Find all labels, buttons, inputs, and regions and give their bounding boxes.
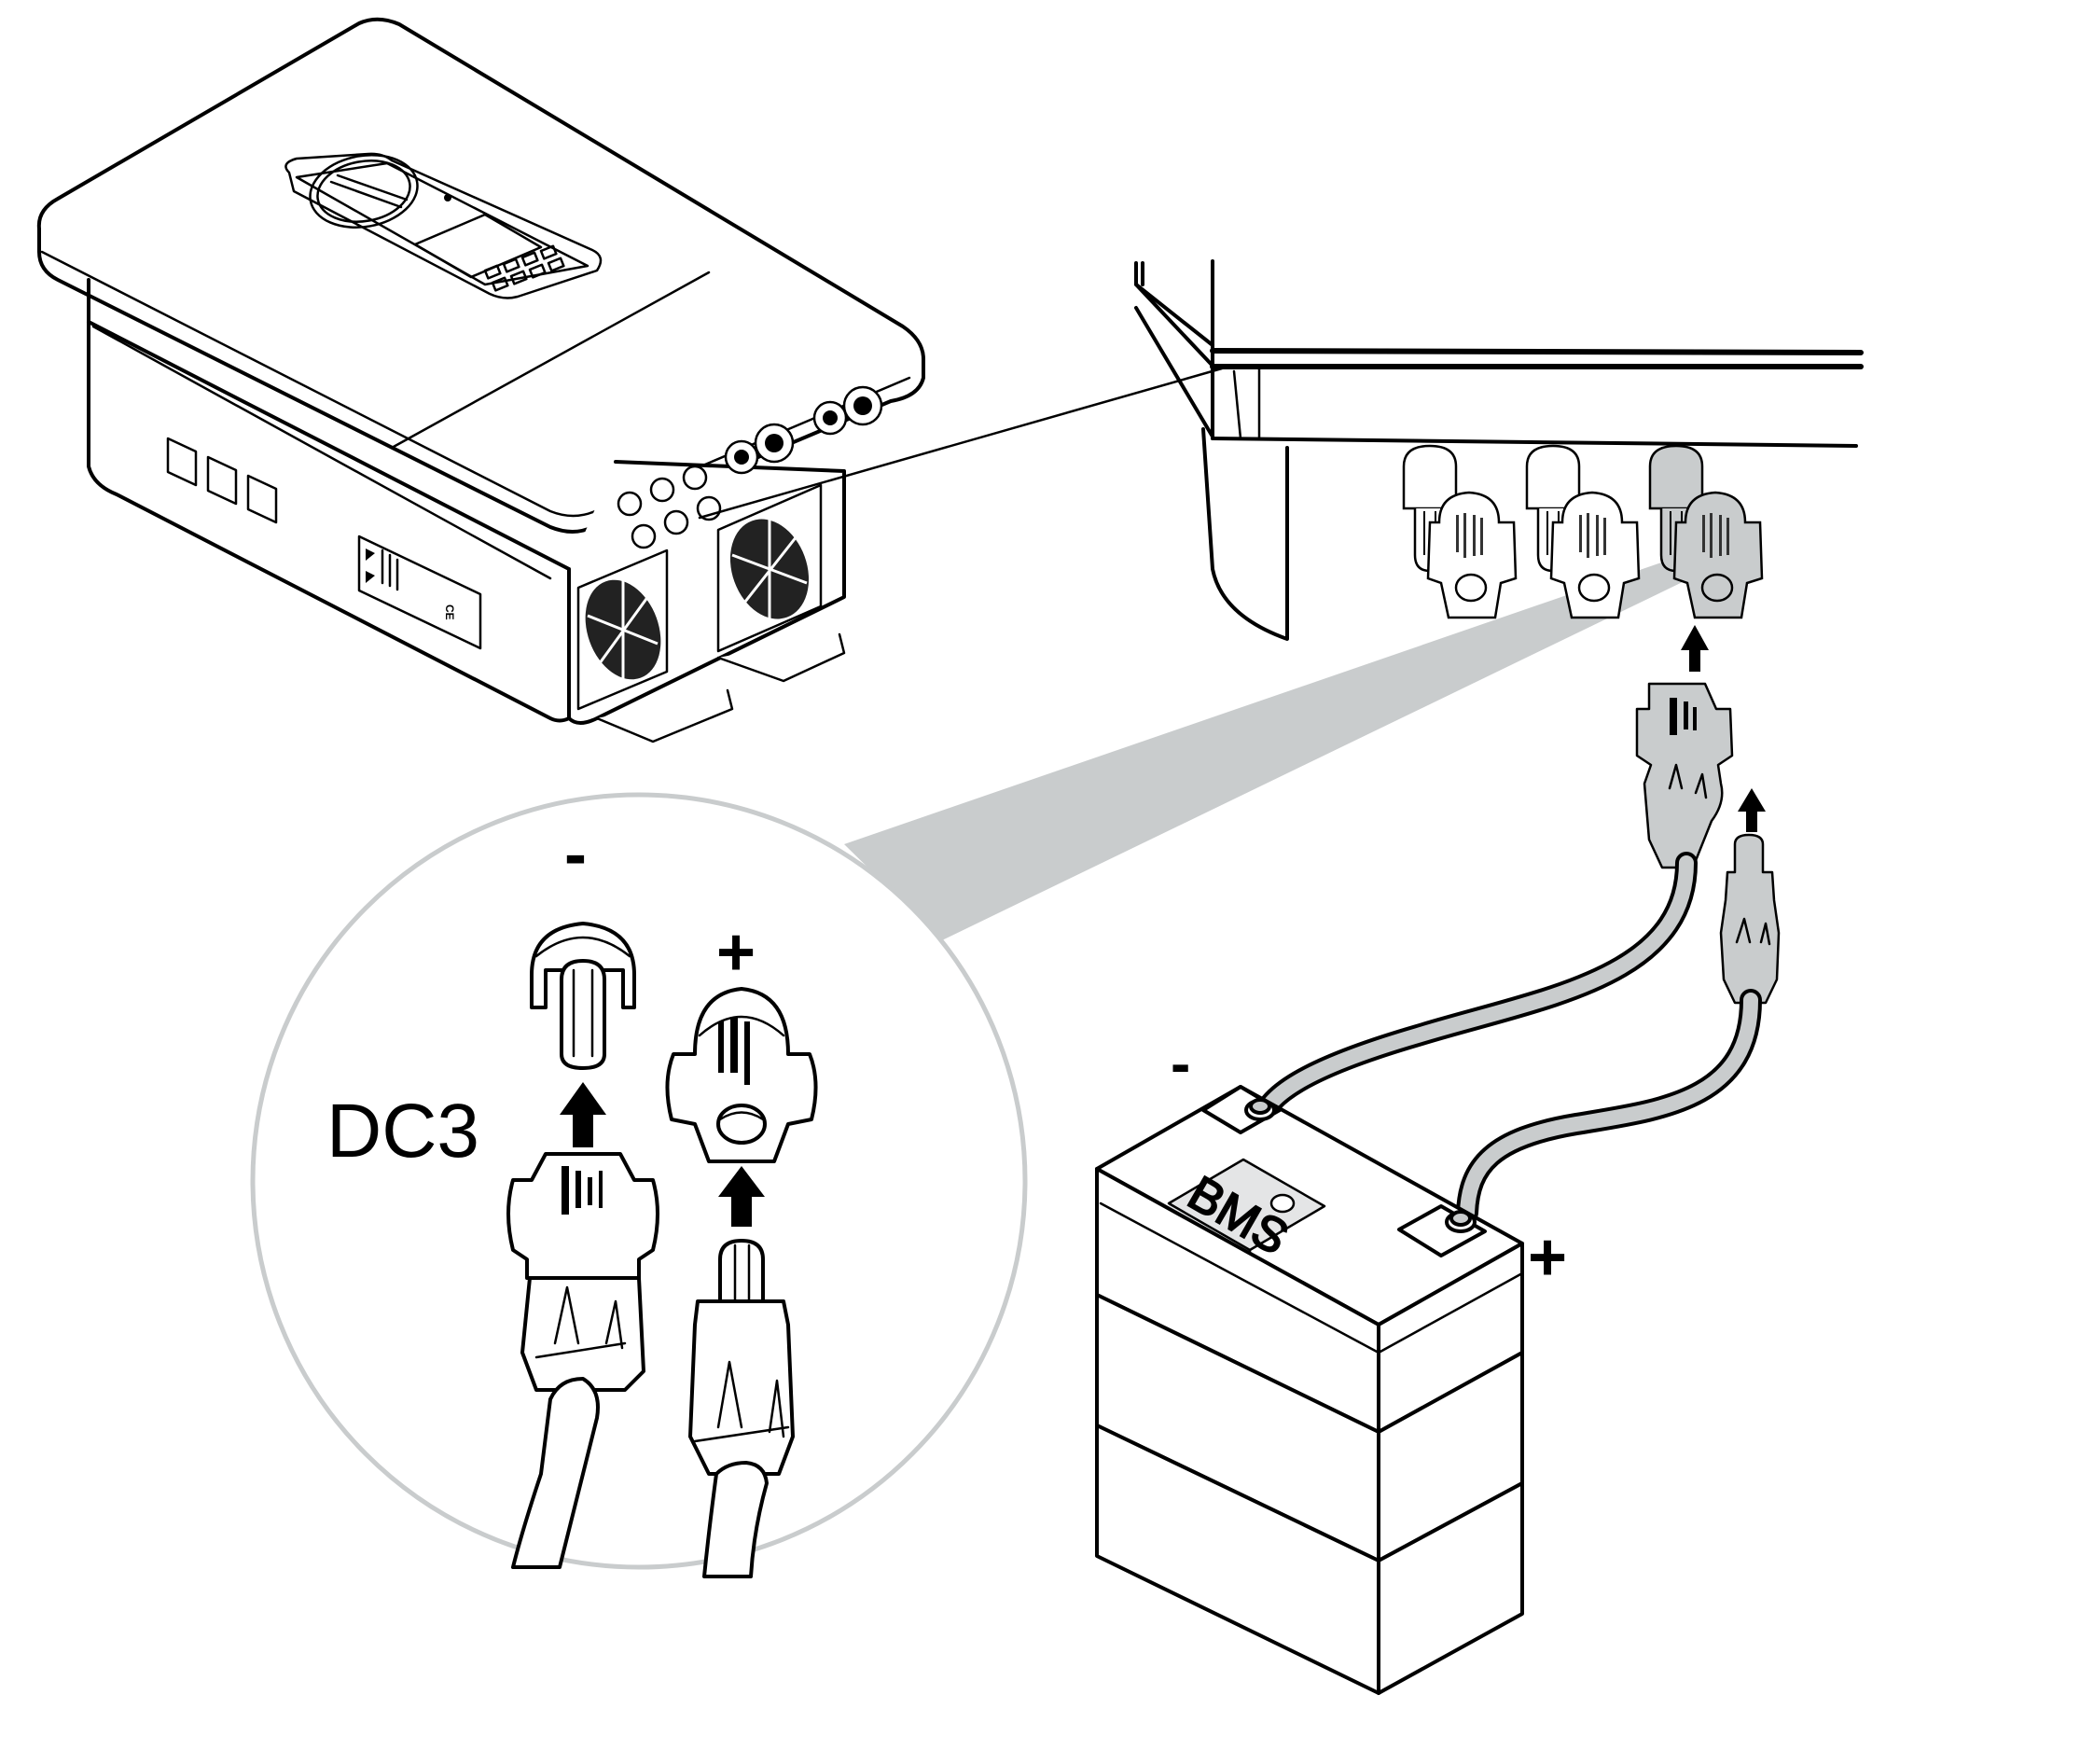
battery-stack: BMS xyxy=(1095,1085,1524,1695)
zoom-cone xyxy=(844,560,1690,940)
arrow-up-icon xyxy=(1681,625,1709,672)
closeup-connectors xyxy=(1402,444,1764,619)
inverter: CE xyxy=(36,17,1224,743)
cable-minus-plug-detail xyxy=(506,1152,659,1569)
dc-connector-pair-2 xyxy=(1525,444,1641,619)
dc-connector-pair-3 xyxy=(1648,444,1764,619)
battery-minus-plug xyxy=(1635,682,1734,869)
arrow-up-icon xyxy=(560,1082,606,1147)
inverter-minus-socket xyxy=(530,922,636,1070)
cable-plus-plug-detail xyxy=(688,1239,795,1578)
type-plate: CE xyxy=(357,535,482,650)
arrow-up-icon xyxy=(1738,788,1766,832)
fan-right xyxy=(716,483,823,653)
battery-plus-plug xyxy=(1719,833,1781,1005)
dc-input-label: DC3 xyxy=(326,1089,479,1174)
arrow-up-icon xyxy=(718,1166,765,1227)
handle-recesses xyxy=(166,437,278,524)
keypad xyxy=(483,244,565,292)
inverter-plus-socket xyxy=(665,987,818,1163)
magnifier-plus-label: + xyxy=(716,915,756,990)
cable-glands xyxy=(617,385,883,549)
cable-minus xyxy=(1250,852,1698,1135)
inverter-closeup xyxy=(1134,259,1864,641)
battery-minus-label: - xyxy=(1171,1030,1190,1097)
cable-plus xyxy=(1456,989,1762,1224)
magnifier-minus-label: - xyxy=(564,817,587,892)
battery-plus-label: + xyxy=(1528,1220,1567,1295)
svg-text:CE: CE xyxy=(443,604,456,620)
fan-left xyxy=(576,549,669,711)
dc-connector-pair-1 xyxy=(1402,444,1518,619)
